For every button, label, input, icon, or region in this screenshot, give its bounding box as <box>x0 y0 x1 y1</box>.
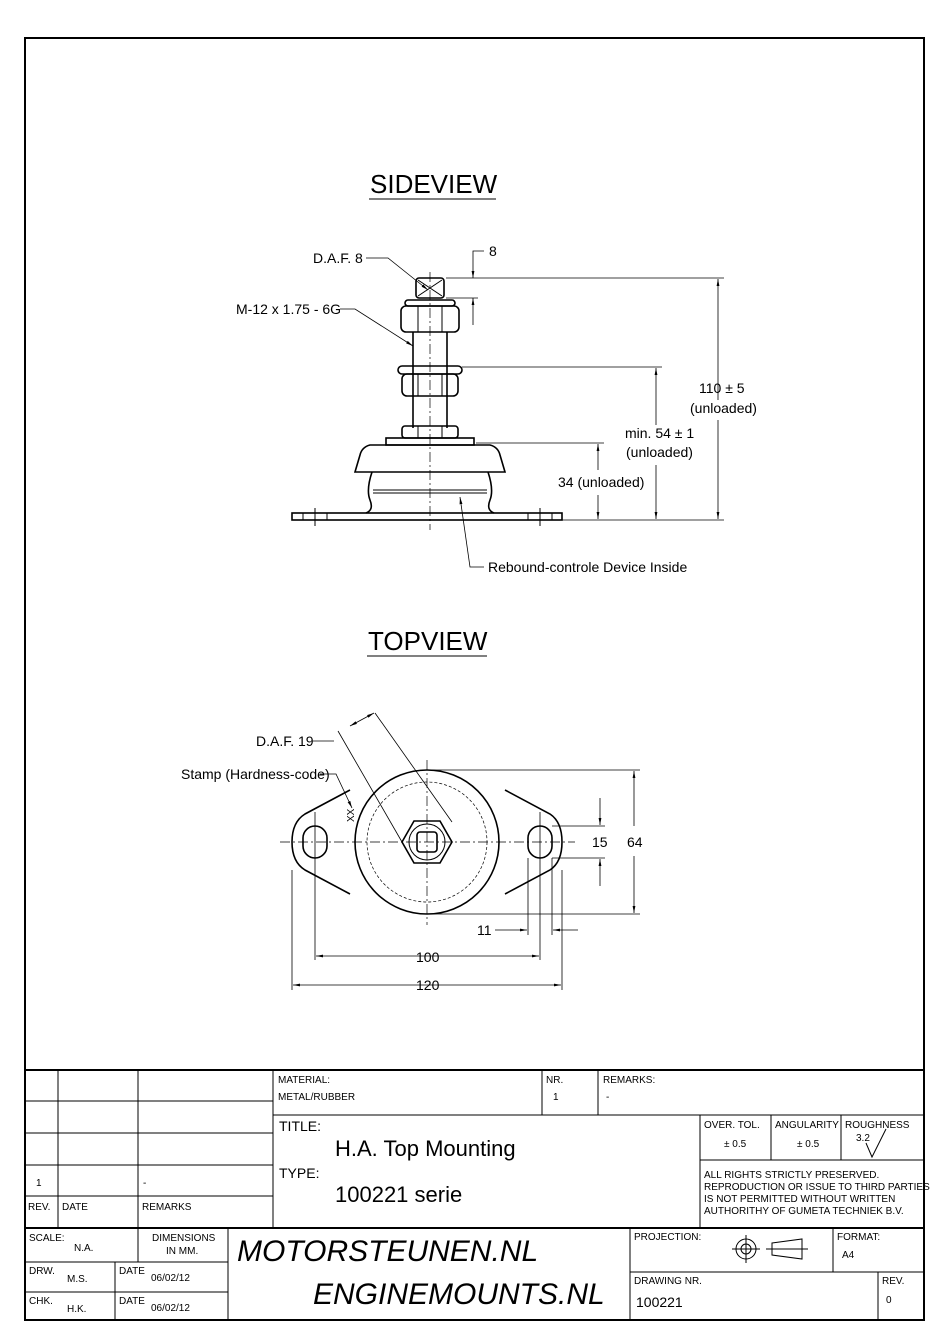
roughness-label: ROUGHNESS <box>845 1120 910 1131</box>
dim-54-note: (unloaded) <box>626 444 693 460</box>
dim-64-label: 64 <box>627 834 643 850</box>
angularity-value: ± 0.5 <box>797 1139 820 1150</box>
title-block: 1 - REV. DATE REMARKS MATERIAL: METAL/RU… <box>25 1069 930 1320</box>
drw-date-value: 06/02/12 <box>151 1273 190 1284</box>
dimensions-label-1: DIMENSIONS <box>152 1233 216 1244</box>
chk-value: H.K. <box>67 1304 86 1315</box>
dim-8-label: 8 <box>489 243 497 259</box>
nr-value: 1 <box>553 1092 559 1103</box>
projection-label: PROJECTION: <box>634 1232 701 1243</box>
rights-line-1: ALL RIGHTS STRICTLY PRESERVED. <box>704 1170 879 1181</box>
dim-11-label: 11 <box>477 922 492 938</box>
rights-line-4: AUTHORITHY OF GUMETA TECHNIEK B.V. <box>704 1206 904 1217</box>
drw-label: DRW. <box>29 1266 55 1277</box>
rev-row-remarks: - <box>143 1178 146 1189</box>
rev-row-rev: 1 <box>36 1178 42 1189</box>
roughness-symbol-icon <box>865 1128 887 1159</box>
dimensions-label-2: IN MM. <box>166 1246 198 1257</box>
over-tol-value: ± 0.5 <box>724 1139 747 1150</box>
material-label: MATERIAL: <box>278 1075 330 1086</box>
projection-symbol-icon <box>732 1235 808 1263</box>
daf-19-label: D.A.F. 19 <box>256 733 314 749</box>
dim-15-label: 15 <box>592 834 608 850</box>
stamp-label: Stamp (Hardness-code) <box>181 766 330 782</box>
roughness-value: 3.2 <box>856 1133 870 1144</box>
rev-value: 0 <box>886 1295 892 1306</box>
rights-line-2: REPRODUCTION OR ISSUE TO THIRD PARTIES <box>704 1182 930 1193</box>
rev-label: REV. <box>882 1276 904 1287</box>
format-label: FORMAT: <box>837 1232 880 1243</box>
rev-header: REV. <box>28 1202 50 1213</box>
daf-8-label: D.A.F. 8 <box>313 250 363 266</box>
rebound-label: Rebound-controle Device Inside <box>488 559 687 575</box>
scale-value: N.A. <box>74 1243 93 1254</box>
material-value: METAL/RUBBER <box>278 1092 355 1103</box>
flange-outline <box>291 789 563 895</box>
rubber-body <box>291 444 563 526</box>
brand-motorsteunen: MOTORSTEUNEN.NL <box>237 1235 538 1268</box>
remarks-value: - <box>606 1092 609 1103</box>
rights-line-3: IS NOT PERMITTED WITHOUT WRITTEN <box>704 1194 895 1205</box>
dim-110-note: (unloaded) <box>690 400 757 416</box>
brand-enginemounts: ENGINEMOUNTS.NL <box>313 1278 605 1311</box>
dim-100-label: 100 <box>416 949 440 965</box>
thread-label: M-12 x 1.75 - 6G <box>236 301 341 317</box>
chk-label: CHK. <box>29 1296 53 1307</box>
drw-date-label: DATE <box>119 1266 145 1277</box>
type-label: TYPE: <box>279 1165 319 1181</box>
chk-date-value: 06/02/12 <box>151 1303 190 1314</box>
nr-label: NR. <box>546 1075 563 1086</box>
dim-54-label: min. 54 ± 1 <box>625 425 694 441</box>
dim-110-label: 110 ± 5 <box>699 380 745 396</box>
drawing-nr-label: DRAWING NR. <box>634 1276 702 1287</box>
stamp-code: XX <box>346 808 357 822</box>
drawing-nr-value: 100221 <box>636 1294 683 1310</box>
dim-34-label: 34 (unloaded) <box>558 474 644 490</box>
sheet-border <box>24 37 925 1321</box>
stud-and-nuts <box>385 277 475 446</box>
drw-value: M.S. <box>67 1274 88 1285</box>
sideview-heading: SIDEVIEW <box>370 169 498 199</box>
scale-label: SCALE: <box>29 1233 65 1244</box>
format-value: A4 <box>842 1250 855 1261</box>
chk-date-label: DATE <box>119 1296 145 1307</box>
over-tol-label: OVER. TOL. <box>704 1120 760 1131</box>
angularity-label: ANGULARITY <box>775 1120 839 1131</box>
title-value: H.A. Top Mounting <box>335 1136 516 1161</box>
date-header: DATE <box>62 1202 88 1213</box>
type-value: 100221 serie <box>335 1182 462 1207</box>
remarks-label: REMARKS: <box>603 1075 655 1086</box>
topview: TOPVIEW D.A.F. 19 Stamp (Hardness-code) … <box>181 626 643 993</box>
topview-heading: TOPVIEW <box>368 626 488 656</box>
dim-120-label: 120 <box>416 977 440 993</box>
sideview: SIDEVIEW <box>236 169 757 575</box>
title-label: TITLE: <box>279 1118 321 1134</box>
remarks-header: REMARKS <box>142 1202 192 1213</box>
